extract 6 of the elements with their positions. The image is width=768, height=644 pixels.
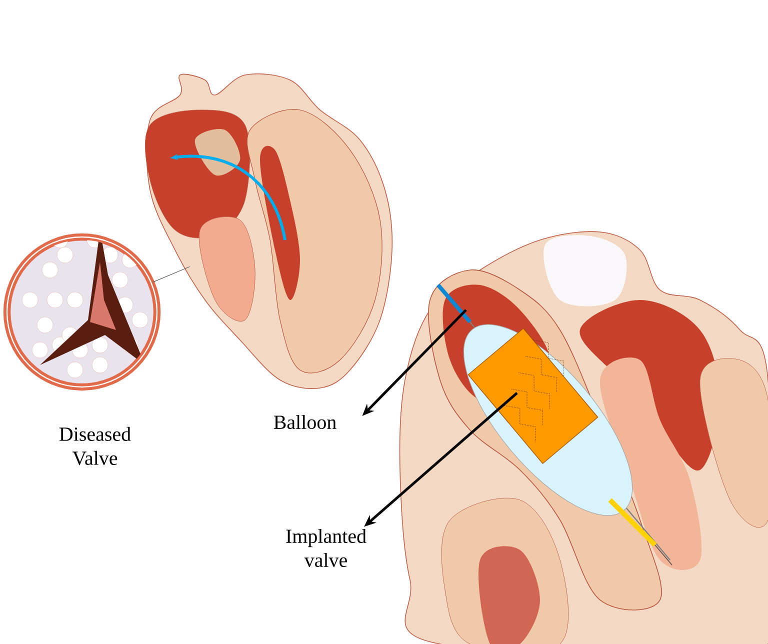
leader-line xyxy=(152,266,190,283)
callout-label: Balloon xyxy=(274,414,336,430)
callout-label: Implanted valve xyxy=(286,528,366,568)
heart-drawing xyxy=(145,73,393,389)
node-label: Diseased Valve xyxy=(59,426,131,466)
diseased-valve-drawing: Diseased Valve xyxy=(3,233,161,466)
